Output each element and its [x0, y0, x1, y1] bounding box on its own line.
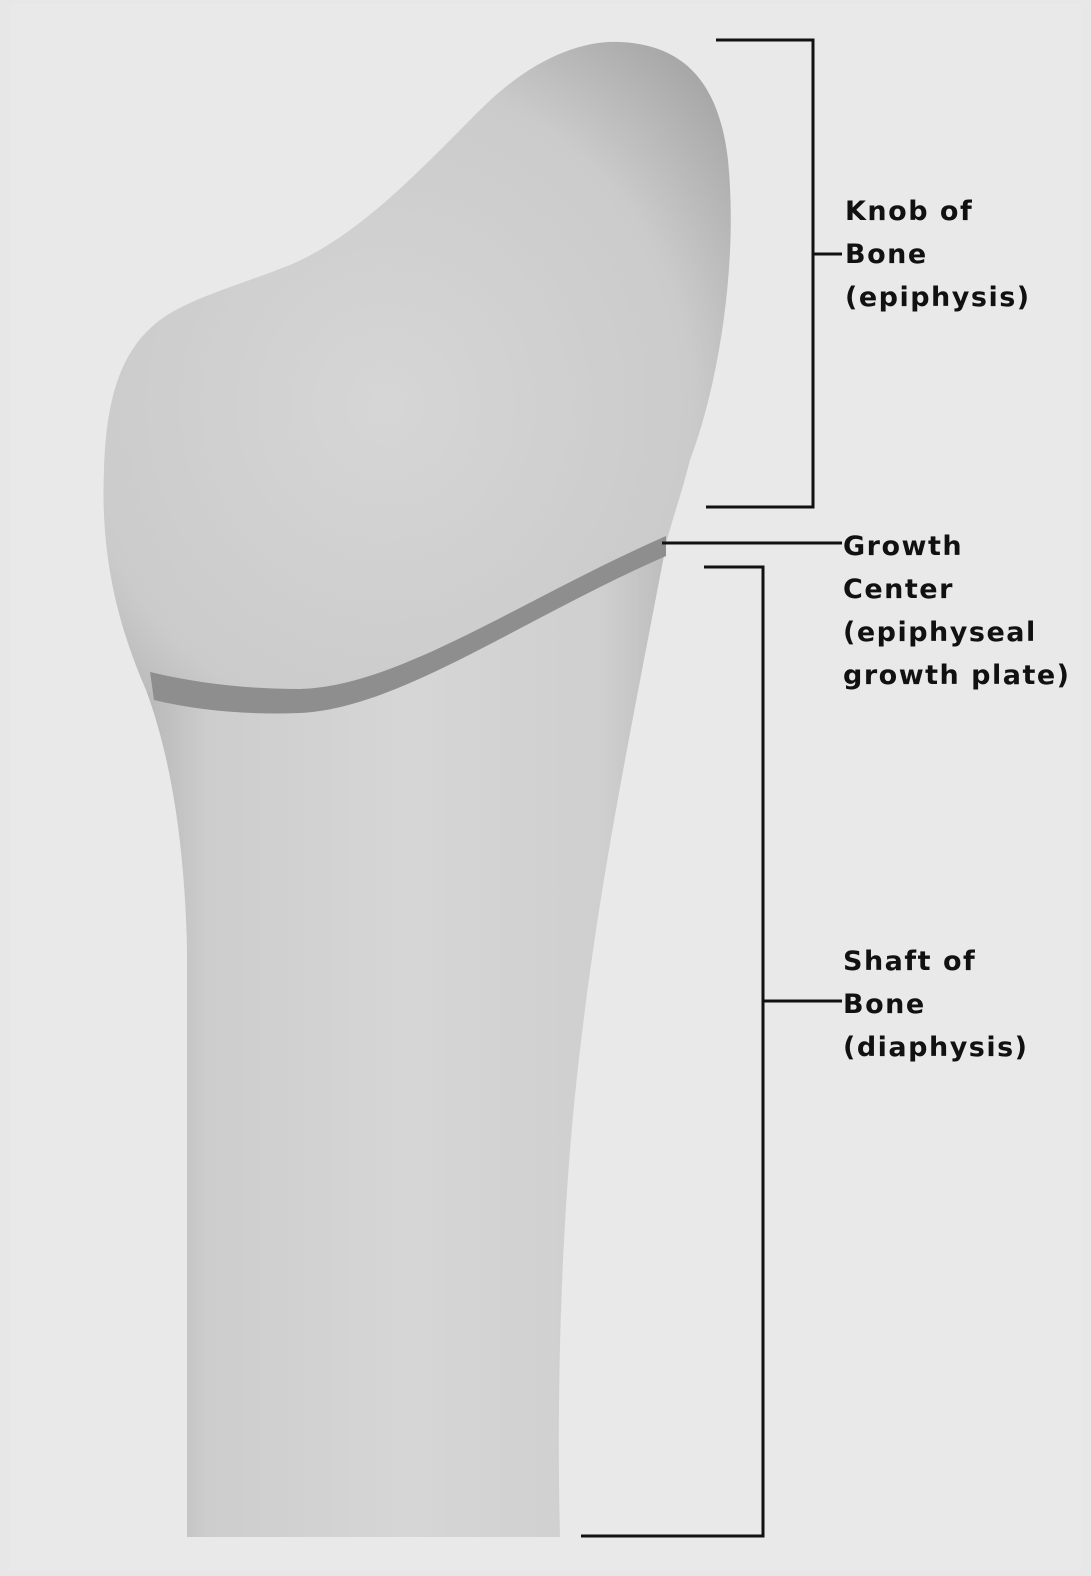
knob-label-line-2: Bone: [845, 233, 1031, 276]
shaft-label-line-1: Shaft of: [843, 940, 1029, 983]
shaft-label-line-3: (diaphysis): [843, 1026, 1029, 1069]
knob-label-line-3: (epiphysis): [845, 276, 1031, 319]
shaft-label-line-2: Bone: [843, 983, 1029, 1026]
growth-label-line-1: Growth: [843, 525, 1071, 568]
growth-label-line-2: Center: [843, 568, 1071, 611]
growth-label-line-3: (epiphyseal: [843, 611, 1071, 654]
growth-label-line-4: growth plate): [843, 654, 1071, 697]
shaft-of-bone-label: Shaft of Bone (diaphysis): [843, 940, 1029, 1069]
growth-center-label: Growth Center (epiphyseal growth plate): [843, 525, 1071, 697]
knob-label-line-1: Knob of: [845, 190, 1031, 233]
knob-of-bone-label: Knob of Bone (epiphysis): [845, 190, 1031, 319]
